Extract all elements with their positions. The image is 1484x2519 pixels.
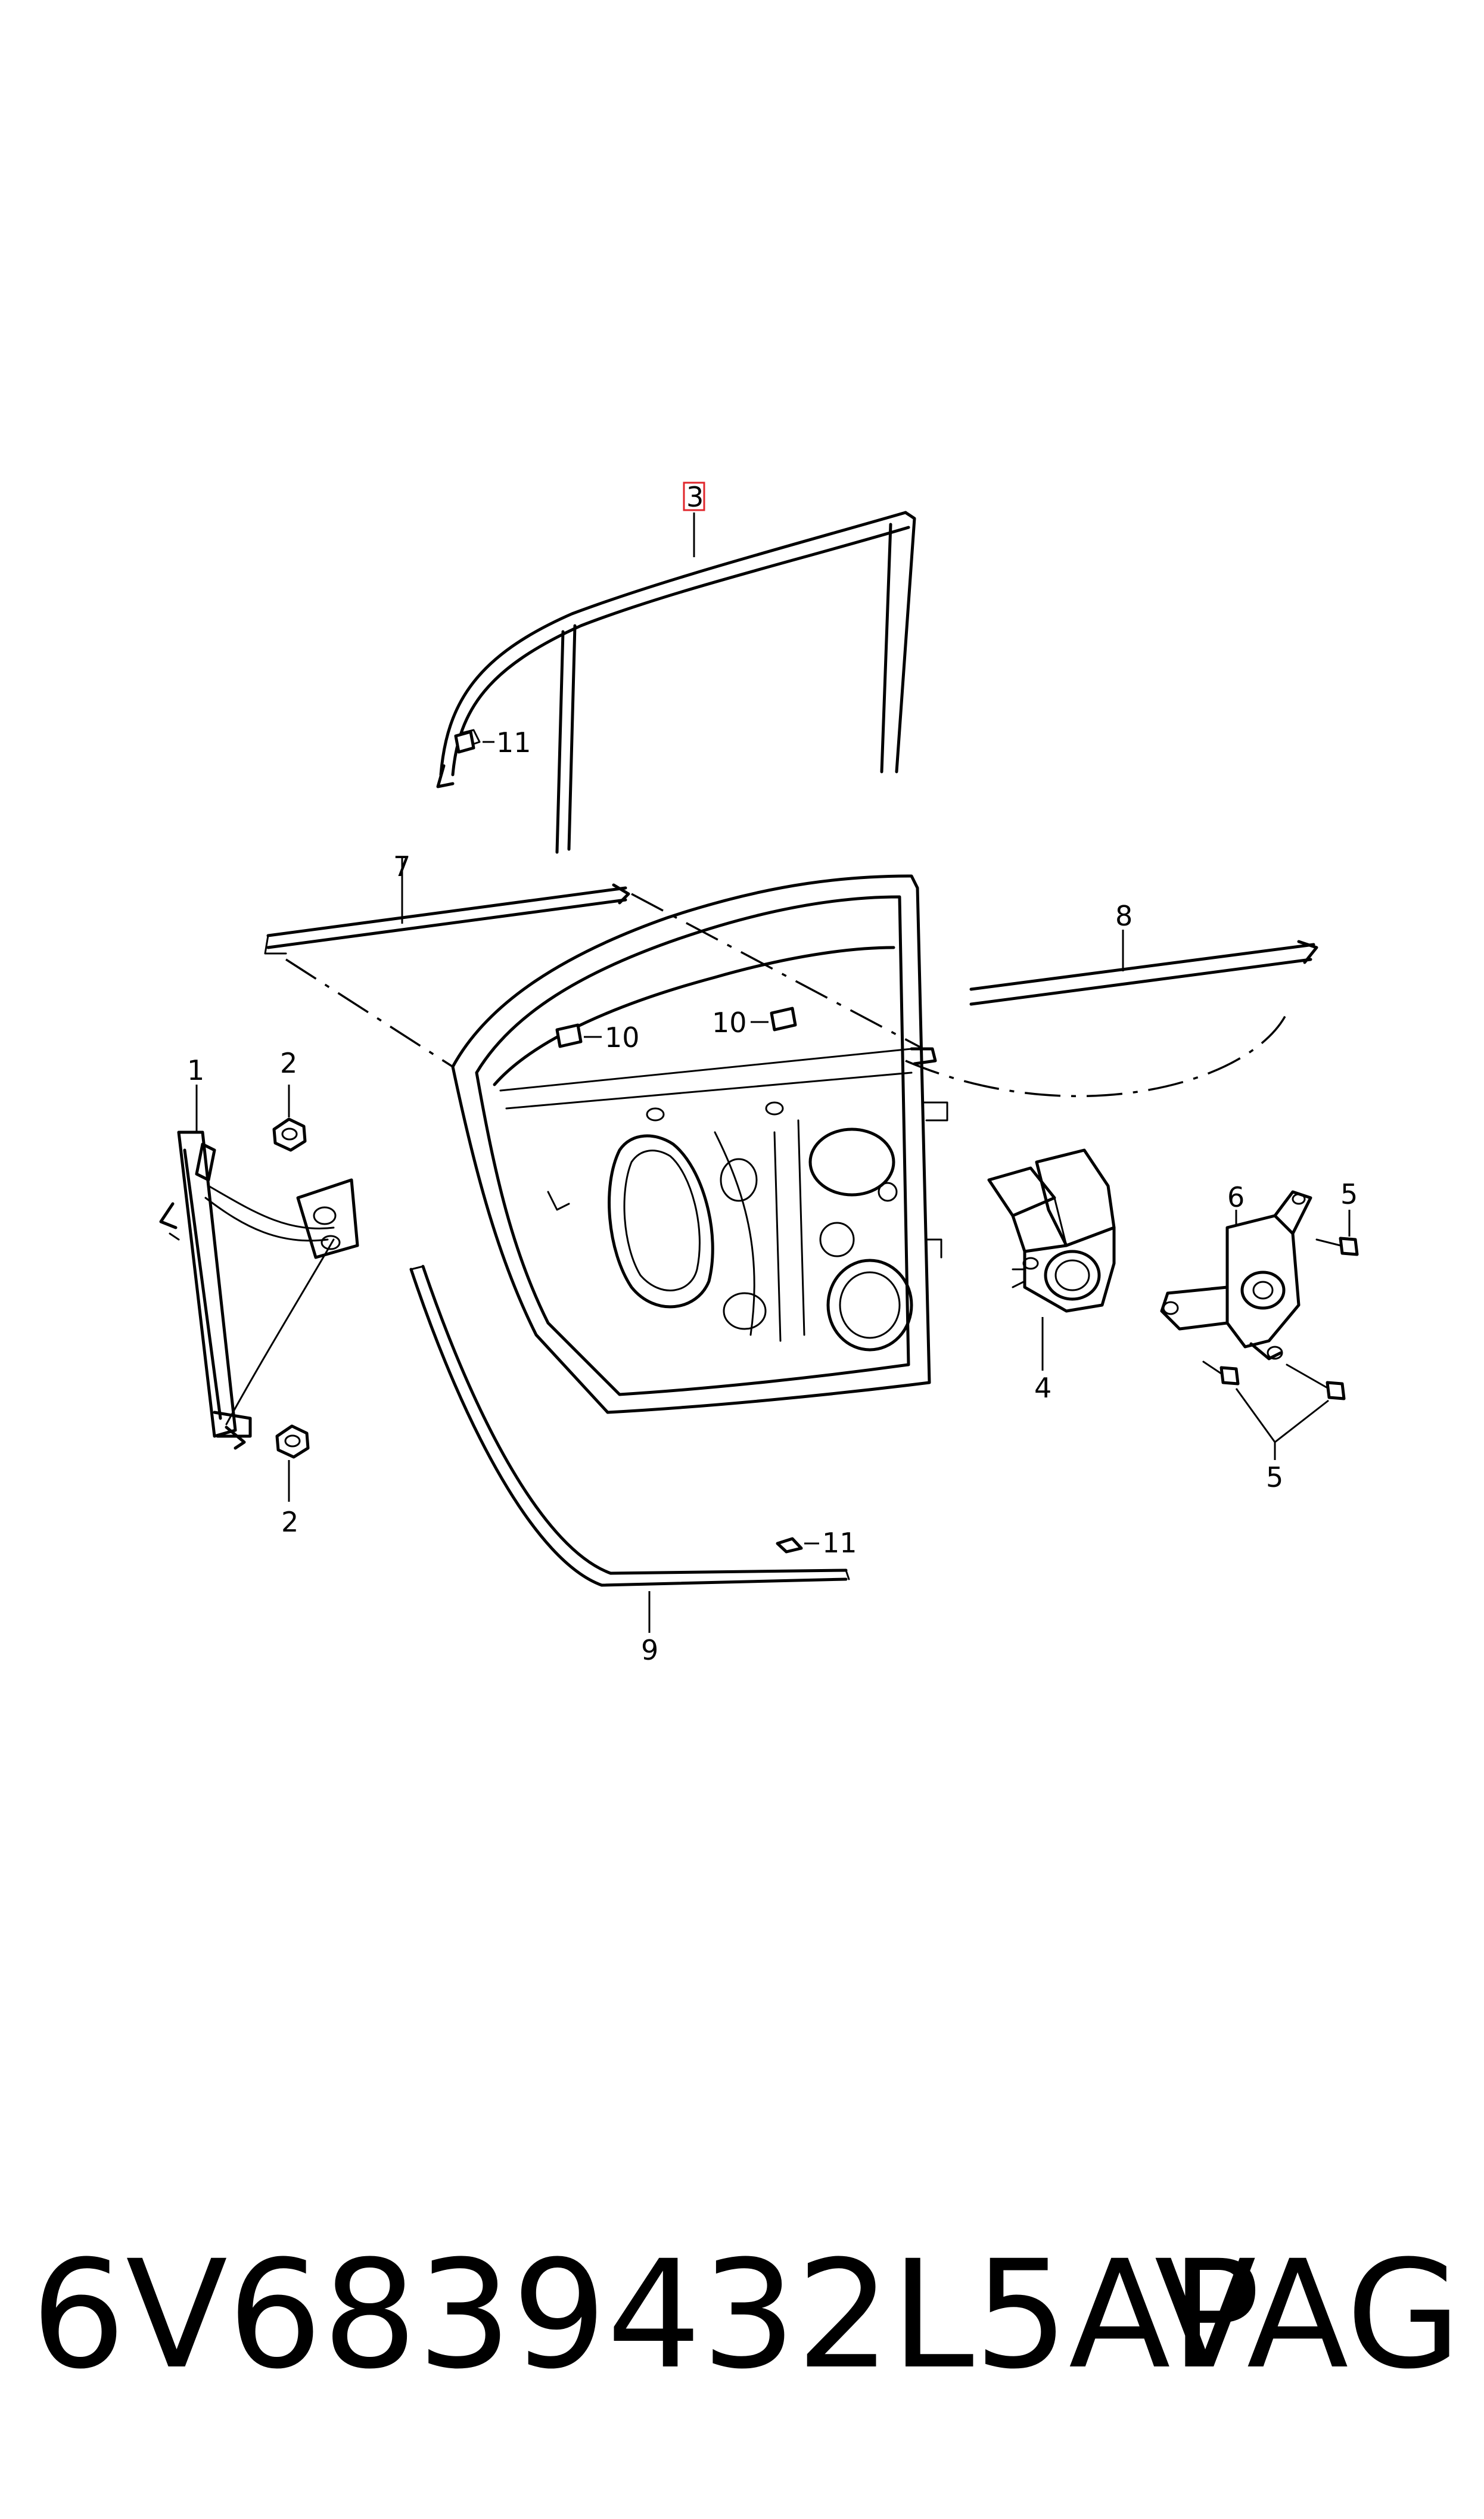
callout-8: 8	[1115, 900, 1133, 932]
callout-7: 7	[393, 850, 410, 883]
window-regulator	[159, 1130, 359, 1450]
leader-lines	[195, 513, 1351, 1633]
callout-11-upper: 11	[496, 726, 531, 759]
assembly-lines	[285, 893, 1288, 1098]
callout-9: 9	[641, 1634, 658, 1666]
callout-3-highlight	[683, 482, 705, 511]
nut-lower	[275, 1424, 310, 1459]
screw-c	[1286, 1363, 1346, 1400]
callout-2-lower: 2	[281, 1506, 298, 1538]
callout-labels: 3 11 7 8 10 10 1 2 2 4 6 5 5 11 9	[187, 481, 1358, 1666]
callout-4: 4	[1034, 1372, 1051, 1404]
screw-a	[1315, 1237, 1359, 1256]
clip-10-right	[770, 1007, 797, 1032]
motor-bracket	[1160, 1190, 1312, 1361]
part-number: 6V6839432L5AP	[31, 2228, 1261, 2402]
inner-waist-seal	[264, 883, 630, 955]
screw-b	[1202, 1361, 1240, 1386]
outer-waist-seal	[969, 940, 1318, 1006]
callout-6: 6	[1227, 1181, 1245, 1213]
clip-10-left	[555, 1023, 583, 1048]
callout-2-upper: 2	[280, 1047, 297, 1079]
callout-10-left: 10	[605, 1021, 640, 1054]
callout-5-lower: 5	[1266, 1461, 1283, 1493]
clip-11-upper	[454, 730, 475, 754]
window-channel-seal	[436, 511, 916, 854]
brand-name: VAG	[1154, 2228, 1461, 2402]
callout-11-lower: 11	[822, 1527, 857, 1559]
clip-11-lower	[776, 1537, 803, 1554]
door-shell	[451, 874, 948, 1414]
door-bottom-seal	[409, 1265, 850, 1587]
callout-5-upper: 5	[1340, 1178, 1358, 1210]
window-motor	[987, 1148, 1116, 1313]
callout-1: 1	[187, 1054, 204, 1086]
callout-10-right: 10	[712, 1007, 747, 1039]
callout-3: 3	[686, 481, 704, 513]
nut-upper	[272, 1117, 307, 1152]
